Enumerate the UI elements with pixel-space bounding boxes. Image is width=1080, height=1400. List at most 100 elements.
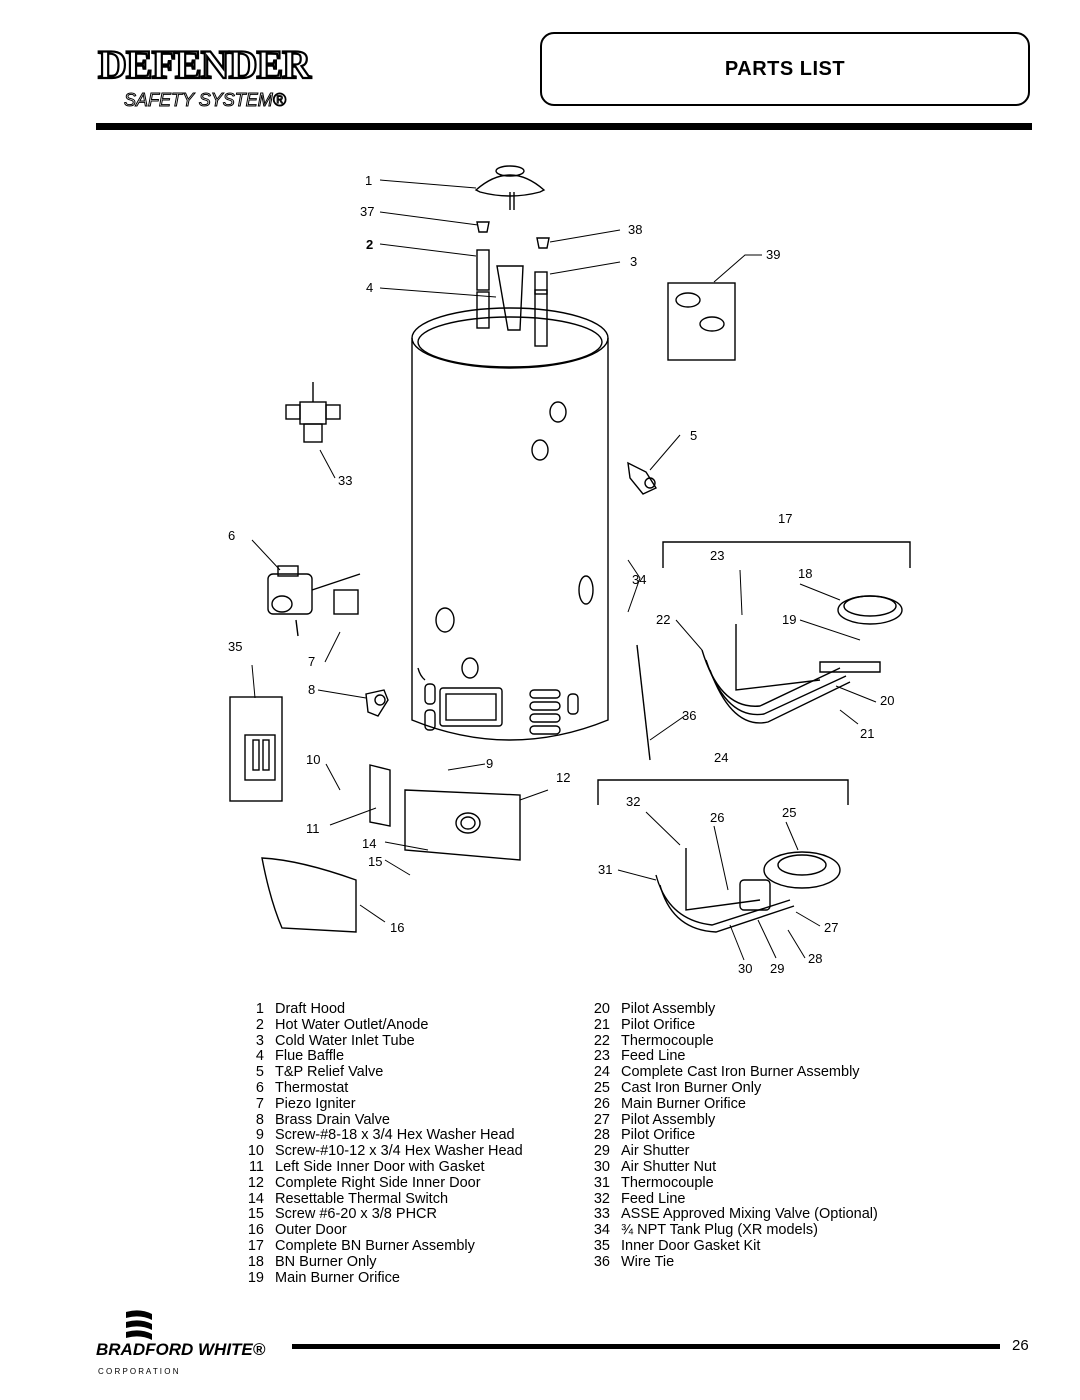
part-number: 1 [255, 1001, 264, 1017]
leader-lines [251, 179, 877, 961]
part-number: 7 [255, 1095, 264, 1112]
callout-19: 19 [782, 612, 796, 627]
page-number: 26 [1012, 1337, 1029, 1354]
part-number: 12 [247, 1174, 264, 1191]
part-number: 2 [255, 1016, 264, 1033]
tank-plug-kit [667, 282, 736, 361]
part-name: Main Burner Orifice [275, 1269, 400, 1286]
gasket-kit [229, 696, 283, 802]
defender-logo-text: DEFENDER [98, 42, 312, 87]
part-name: Draft Hood [275, 1001, 346, 1017]
part-name: Outer Door [275, 1222, 347, 1239]
callout-27: 27 [824, 920, 838, 935]
draft-hood [474, 165, 546, 210]
part-name: ASSE Approved Mixing Valve (Optional) [621, 1206, 878, 1223]
defender-logo: DEFENDER SAFETY SYSTEM® [97, 41, 314, 111]
part-number: 3 [255, 1032, 264, 1049]
callout-8: 8 [308, 682, 315, 697]
part-name: Air Shutter [621, 1143, 690, 1160]
part-number: 19 [247, 1269, 264, 1286]
part-number: 15 [247, 1206, 264, 1223]
part-name: Inner Door Gasket Kit [621, 1237, 761, 1254]
part-number: 18 [247, 1253, 264, 1270]
part-name: Wire Tie [621, 1253, 675, 1270]
part-number: 34 [593, 1222, 610, 1239]
bn-burner [701, 595, 903, 724]
callout-10: 10 [306, 752, 320, 767]
parts-list-item: 12 Complete Right Side Inner Door [240, 1174, 523, 1192]
part-name: Screw #6-20 x 3/8 PHCR [275, 1206, 437, 1223]
callout-7: 7 [308, 654, 315, 669]
part-number: 29 [593, 1143, 610, 1160]
callout-24: 24 [714, 750, 728, 765]
bn-burner-bracket [662, 541, 911, 568]
cast-iron-burner [655, 848, 841, 933]
part-number: 27 [593, 1111, 610, 1128]
part-name: T&P Relief Valve [275, 1064, 384, 1081]
part-name: Thermostat [275, 1079, 349, 1096]
part-name: Complete Right Side Inner Door [275, 1174, 481, 1191]
part-name: Feed Line [621, 1190, 686, 1207]
parts-list-item: 33 ASSE Approved Mixing Valve (Optional) [586, 1207, 878, 1223]
bradford-white-logo-subtext: C O R P O R A T I O N [98, 1367, 179, 1376]
parts-list-item: 3 Cold Water Inlet Tube [240, 1032, 523, 1050]
part-name: Complete BN Burner Assembly [275, 1237, 475, 1254]
anode-and-inlet-fittings [476, 221, 550, 295]
callout-4: 4 [366, 280, 373, 295]
part-name: Left Side Inner Door with Gasket [275, 1158, 485, 1175]
callout-2: 2 [366, 237, 373, 252]
callout-6: 6 [228, 528, 235, 543]
wire-tie [636, 644, 651, 761]
part-name: Cold Water Inlet Tube [275, 1032, 415, 1049]
part-name: Cast Iron Burner Only [621, 1079, 762, 1096]
part-number: 21 [593, 1016, 610, 1033]
part-name: Brass Drain Valve [275, 1111, 390, 1128]
parts-list-item: 8 Brass Drain Valve [240, 1111, 523, 1129]
thermostat-assembly [267, 565, 361, 637]
callout-labels: 1 37 2 38 3 39 4 5 33 6 17 23 18 34 22 1… [228, 173, 894, 976]
part-number: 8 [255, 1111, 264, 1128]
callout-38: 38 [628, 222, 642, 237]
part-name: Pilot Orifice [621, 1016, 696, 1033]
part-name: Main Burner Orifice [621, 1095, 746, 1112]
parts-list-item: 19 Main Burner Orifice [240, 1269, 523, 1287]
callout-23: 23 [710, 548, 724, 563]
callout-16: 16 [390, 920, 404, 935]
cast-iron-burner-bracket [597, 779, 849, 805]
callout-9: 9 [486, 756, 493, 771]
part-number: 30 [593, 1158, 610, 1175]
part-number: 16 [247, 1222, 264, 1239]
callout-33: 33 [338, 473, 352, 488]
part-name: Pilot Orifice [621, 1127, 696, 1144]
callout-35: 35 [228, 639, 242, 654]
part-name: Air Shutter Nut [621, 1158, 717, 1175]
bradford-white-logo: BRADFORD WHITE® C O R P O R A T I O N [96, 1310, 266, 1376]
part-number: 24 [593, 1064, 610, 1081]
callout-31: 31 [598, 862, 612, 877]
part-name: Hot Water Outlet/Anode [275, 1016, 429, 1033]
parts-list-item: 30 Air Shutter Nut [586, 1158, 878, 1176]
part-number: 33 [593, 1206, 610, 1223]
part-number: 6 [255, 1079, 264, 1096]
callout-25: 25 [782, 805, 796, 820]
vent-slots [424, 683, 579, 735]
callout-3: 3 [630, 254, 637, 269]
callout-39: 39 [766, 247, 780, 262]
part-number: 20 [593, 1001, 610, 1017]
callout-26: 26 [710, 810, 724, 825]
mixing-valve [285, 382, 341, 443]
parts-list-item: 6 Thermostat [240, 1079, 523, 1097]
defender-logo-subtext: SAFETY SYSTEM® [124, 90, 287, 110]
callout-15: 15 [368, 854, 382, 869]
callout-1: 1 [365, 173, 372, 188]
part-number: 14 [247, 1190, 264, 1207]
